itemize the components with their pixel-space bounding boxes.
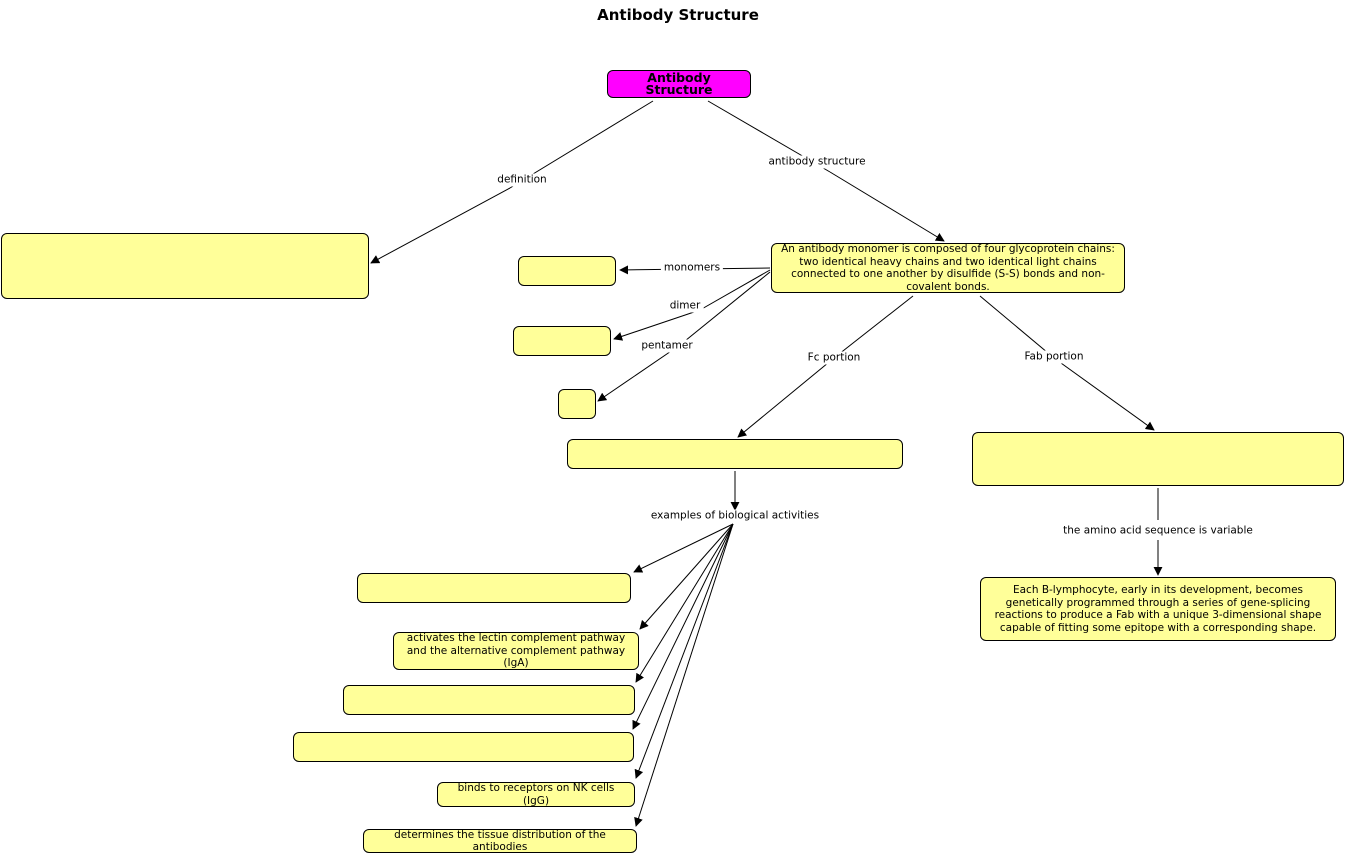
label-fab-portion: Fab portion (1021, 350, 1087, 364)
label-monomers: monomers (660, 261, 724, 275)
activity-box-2[interactable]: activates the lectin complement pathway … (393, 632, 639, 670)
arrow-dimer (613, 309, 701, 341)
label-examples: examples of biological activities (647, 509, 823, 523)
monomers-box[interactable] (518, 256, 616, 286)
arrow-activity-4 (632, 523, 734, 730)
page-title: Antibody Structure (597, 6, 759, 24)
connector-dimer (699, 269, 771, 311)
activity-box-5[interactable]: binds to receptors on NK cells (IgG) (437, 782, 635, 807)
arrow-activity-2 (639, 523, 734, 630)
activity-box-4[interactable] (293, 732, 634, 762)
arrow-pentamer (597, 344, 681, 402)
label-antibody-structure: antibody structure (765, 155, 869, 169)
dimer-box[interactable] (513, 326, 611, 356)
arrow-activity-1 (633, 523, 734, 573)
fc-portion-box[interactable] (567, 439, 903, 469)
arrow-fab (1053, 357, 1155, 431)
arrow-activity-6 (634, 523, 734, 827)
pentamer-box[interactable] (558, 389, 596, 419)
activity-box-6[interactable]: determines the tissue distribution of th… (363, 829, 637, 853)
label-dimer: dimer (666, 299, 704, 313)
root-concept[interactable]: Antibody Structure (607, 70, 751, 98)
arrow-activity-5 (634, 523, 734, 779)
activity-box-3[interactable] (343, 685, 635, 715)
definition-box[interactable] (1, 233, 369, 299)
connector-fc (833, 295, 914, 359)
arrow-activity-3 (635, 523, 734, 683)
label-pentamer: pentamer (638, 339, 696, 353)
label-amino-acid: the amino acid sequence is variable (1060, 524, 1256, 538)
monomer-description[interactable]: An antibody monomer is composed of four … (771, 243, 1125, 293)
label-definition: definition (494, 173, 550, 187)
label-fc-portion: Fc portion (804, 351, 864, 365)
connector-fab (979, 295, 1055, 359)
arrow-definition (370, 187, 511, 264)
activity-box-1[interactable] (357, 573, 631, 603)
fab-description[interactable]: Each B-lymphocyte, early in its developm… (980, 577, 1336, 641)
arrow-structure (829, 171, 945, 242)
fab-portion-box[interactable] (972, 432, 1344, 486)
arrow-fc (737, 357, 835, 438)
connector-pentamer (679, 271, 771, 346)
